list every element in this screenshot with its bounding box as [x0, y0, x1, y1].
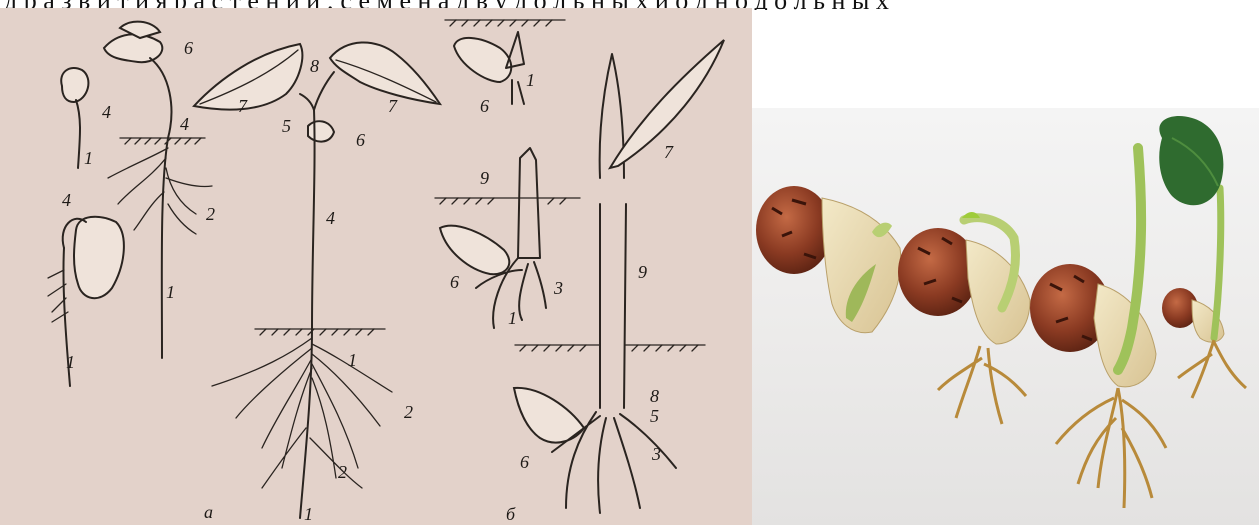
label-5: 5: [282, 116, 291, 136]
grain-with-coleoptile: [440, 148, 546, 328]
label-2: 2: [404, 402, 413, 422]
diagram-drawing: 1 1 1 1 1 1 1 2 2 2 3 3 4 4 4 4 5 5 6 6 …: [0, 8, 752, 525]
label-8: 8: [650, 386, 659, 406]
label-4: 4: [102, 102, 111, 122]
label-6: 6: [356, 130, 365, 150]
label-9: 9: [638, 262, 647, 282]
label-6: 6: [184, 38, 193, 58]
bean-stages-illustration: [752, 108, 1259, 525]
label-1: 1: [348, 350, 357, 370]
grain-early: [454, 32, 524, 104]
label-6: 6: [450, 272, 459, 292]
label-1: 1: [84, 148, 93, 168]
bean-stage-2: [898, 212, 1030, 424]
label-4: 4: [62, 190, 71, 210]
bean-stage-3: [1030, 148, 1166, 508]
label-9: 9: [480, 168, 489, 188]
label-2: 2: [206, 204, 215, 224]
label-7: 7: [238, 96, 248, 116]
label-1: 1: [166, 282, 175, 302]
bean-plant-mature: [194, 42, 440, 518]
label-7: 7: [664, 142, 674, 162]
bean-germination-photo: [752, 108, 1259, 525]
label-1: 1: [66, 352, 75, 372]
label-1: 1: [304, 504, 313, 524]
caption-b: б: [506, 504, 516, 524]
label-3: 3: [651, 444, 661, 464]
caption-a: а: [204, 502, 213, 522]
label-6: 6: [480, 96, 489, 116]
bean-seedling-cotyledons: [104, 22, 212, 358]
label-2: 2: [338, 462, 347, 482]
bean-seed-with-hook: [48, 217, 124, 386]
label-5: 5: [650, 406, 659, 426]
label-3: 3: [553, 278, 563, 298]
label-4: 4: [326, 208, 335, 228]
bean-stage-4: [1159, 116, 1246, 398]
label-7: 7: [388, 96, 398, 116]
grass-seedling: [514, 40, 724, 513]
label-1: 1: [526, 70, 535, 90]
label-8: 8: [310, 56, 319, 76]
label-1: 1: [508, 308, 517, 328]
diagram-labels: 1 1 1 1 1 1 1 2 2 2 3 3 4 4 4 4 5 5 6 6 …: [62, 38, 674, 524]
label-4: 4: [180, 114, 189, 134]
label-6: 6: [520, 452, 529, 472]
germination-diagram: 1 1 1 1 1 1 1 2 2 2 3 3 4 4 4 4 5 5 6 6 …: [0, 8, 752, 525]
bean-stage-1: [756, 186, 901, 333]
